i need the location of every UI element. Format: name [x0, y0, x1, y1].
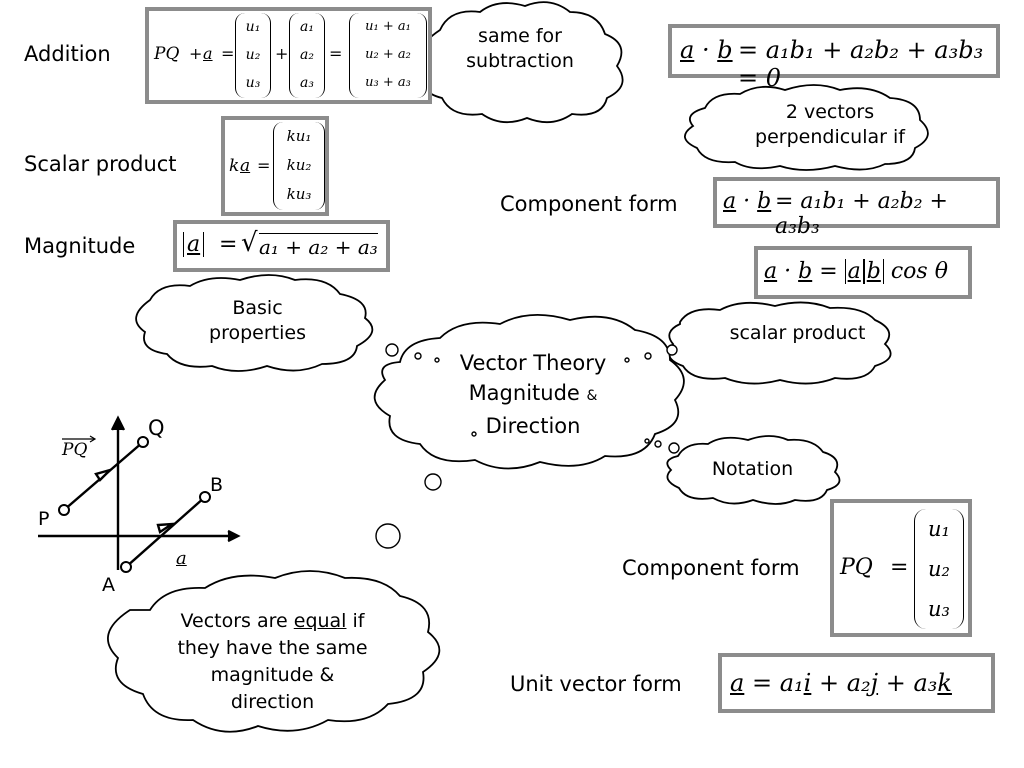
- point-q-label: Q: [148, 416, 165, 440]
- cloud-same-for-subtraction: [418, 1, 624, 124]
- cloud-equal: [107, 570, 441, 733]
- vector-diagram: [38, 415, 241, 570]
- point-a-label: A: [102, 574, 115, 596]
- diagram-pq-label: PQ: [62, 440, 88, 460]
- unit-vector-box: a = a₁i + a₂j + a₃k: [718, 653, 995, 713]
- point-b-label: B: [210, 474, 224, 496]
- addition-label: Addition: [24, 42, 111, 66]
- magnitude-formula-box: a = √ a₁ + a₂ + a₃: [173, 220, 390, 272]
- scalar-product-label: Scalar product: [24, 152, 177, 176]
- perpendicular-formula-box: a · b = a₁b₁ + a₂b₂ + a₃b₃ = 0: [668, 24, 1000, 92]
- vector-a: a: [203, 44, 213, 63]
- magnitude-label: Magnitude: [24, 234, 136, 258]
- component-form-label-2: Component form: [622, 556, 800, 580]
- notation-text: Notation: [711, 458, 794, 480]
- pq-vector: PQ: [154, 44, 180, 64]
- cloud-perpendicular: [684, 84, 929, 171]
- equal-vectors-text: Vectors are equal if they have the same …: [177, 610, 368, 713]
- component-formula-box: a · b = a₁b₁ + a₂b₂ + a₃b₃: [713, 177, 1000, 239]
- cloud-basic-properties: [135, 274, 374, 372]
- point-p-label: P: [38, 508, 50, 530]
- unit-vector-form-label: Unit vector form: [510, 672, 682, 696]
- central-topic: Vector Theory Magnitude & Direction: [459, 351, 607, 438]
- cloud-scalar-product: [667, 301, 892, 385]
- scalar-product-cloud-text: scalar product: [729, 322, 866, 344]
- component-form-label-1: Component form: [500, 192, 678, 216]
- cloud-notation: [666, 435, 841, 505]
- diagram-a-label: a: [176, 548, 187, 569]
- cloud-center: [373, 313, 685, 470]
